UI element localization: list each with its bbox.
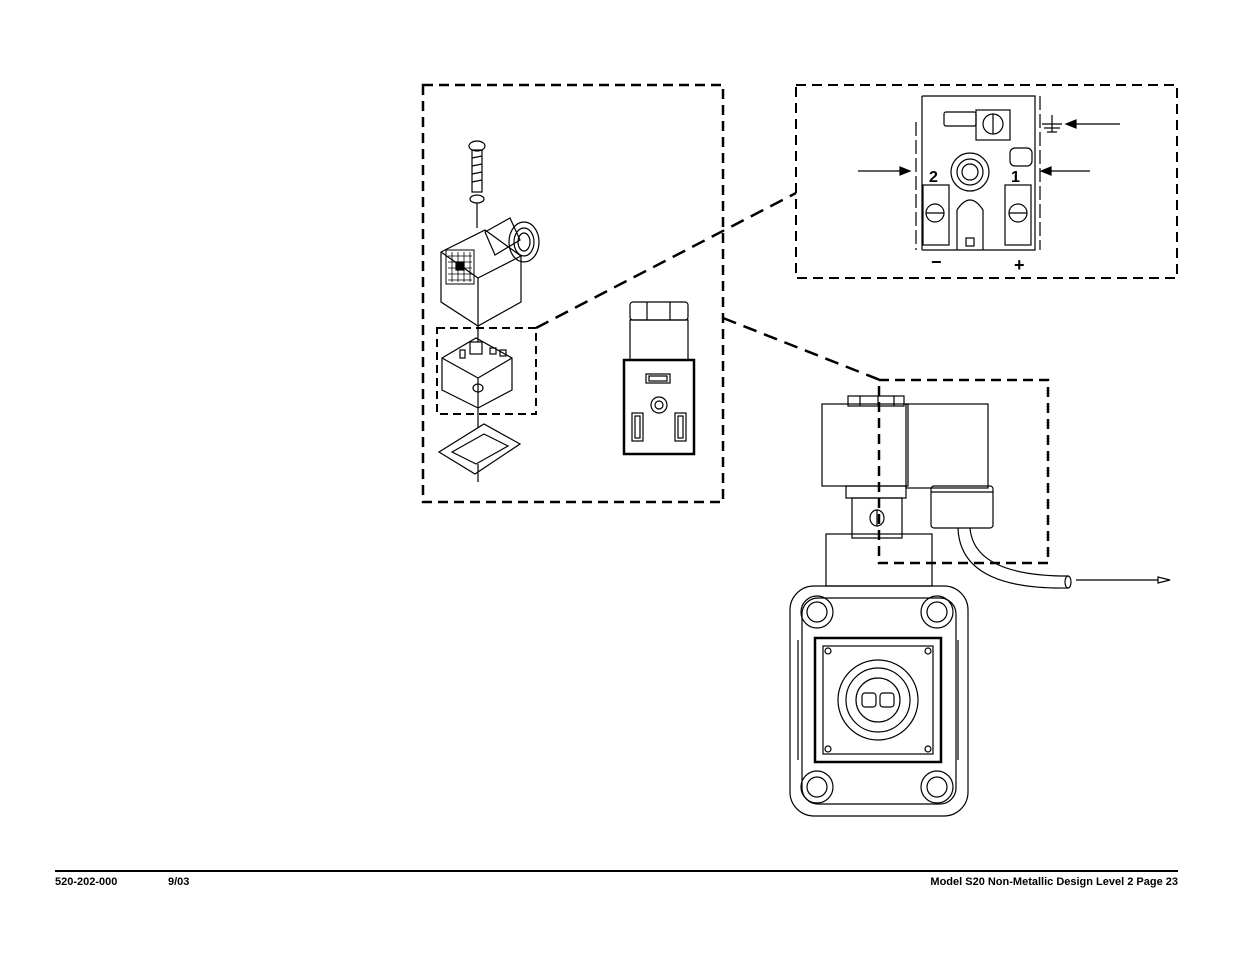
terminal-arrows [858, 119, 1120, 176]
leader-to-valve [722, 316, 881, 382]
exploded-view-frame [421, 83, 725, 504]
terminal-block [441, 337, 513, 428]
terminal-2-label: 2 [929, 169, 938, 186]
page-info: Model S20 Non-Metallic Design Level 2 Pa… [930, 876, 1178, 888]
terminal-1-label: 1 [1011, 169, 1020, 186]
document-date: 9/03 [168, 876, 190, 888]
footer-rule [55, 870, 1178, 872]
gasket [437, 423, 522, 482]
positive-label: + [1014, 255, 1025, 275]
negative-label: − [931, 252, 942, 272]
terminal-detail [915, 95, 1062, 251]
screw [468, 140, 486, 228]
leader-to-terminal-detail [535, 191, 797, 330]
connector-housing [440, 217, 540, 342]
valve-connector-frame [877, 378, 1050, 565]
connector-front-view [622, 301, 696, 456]
terminal-block-frame [436, 327, 537, 415]
document-number: 520-202-000 [55, 876, 118, 888]
valve-assembly [789, 395, 1171, 817]
